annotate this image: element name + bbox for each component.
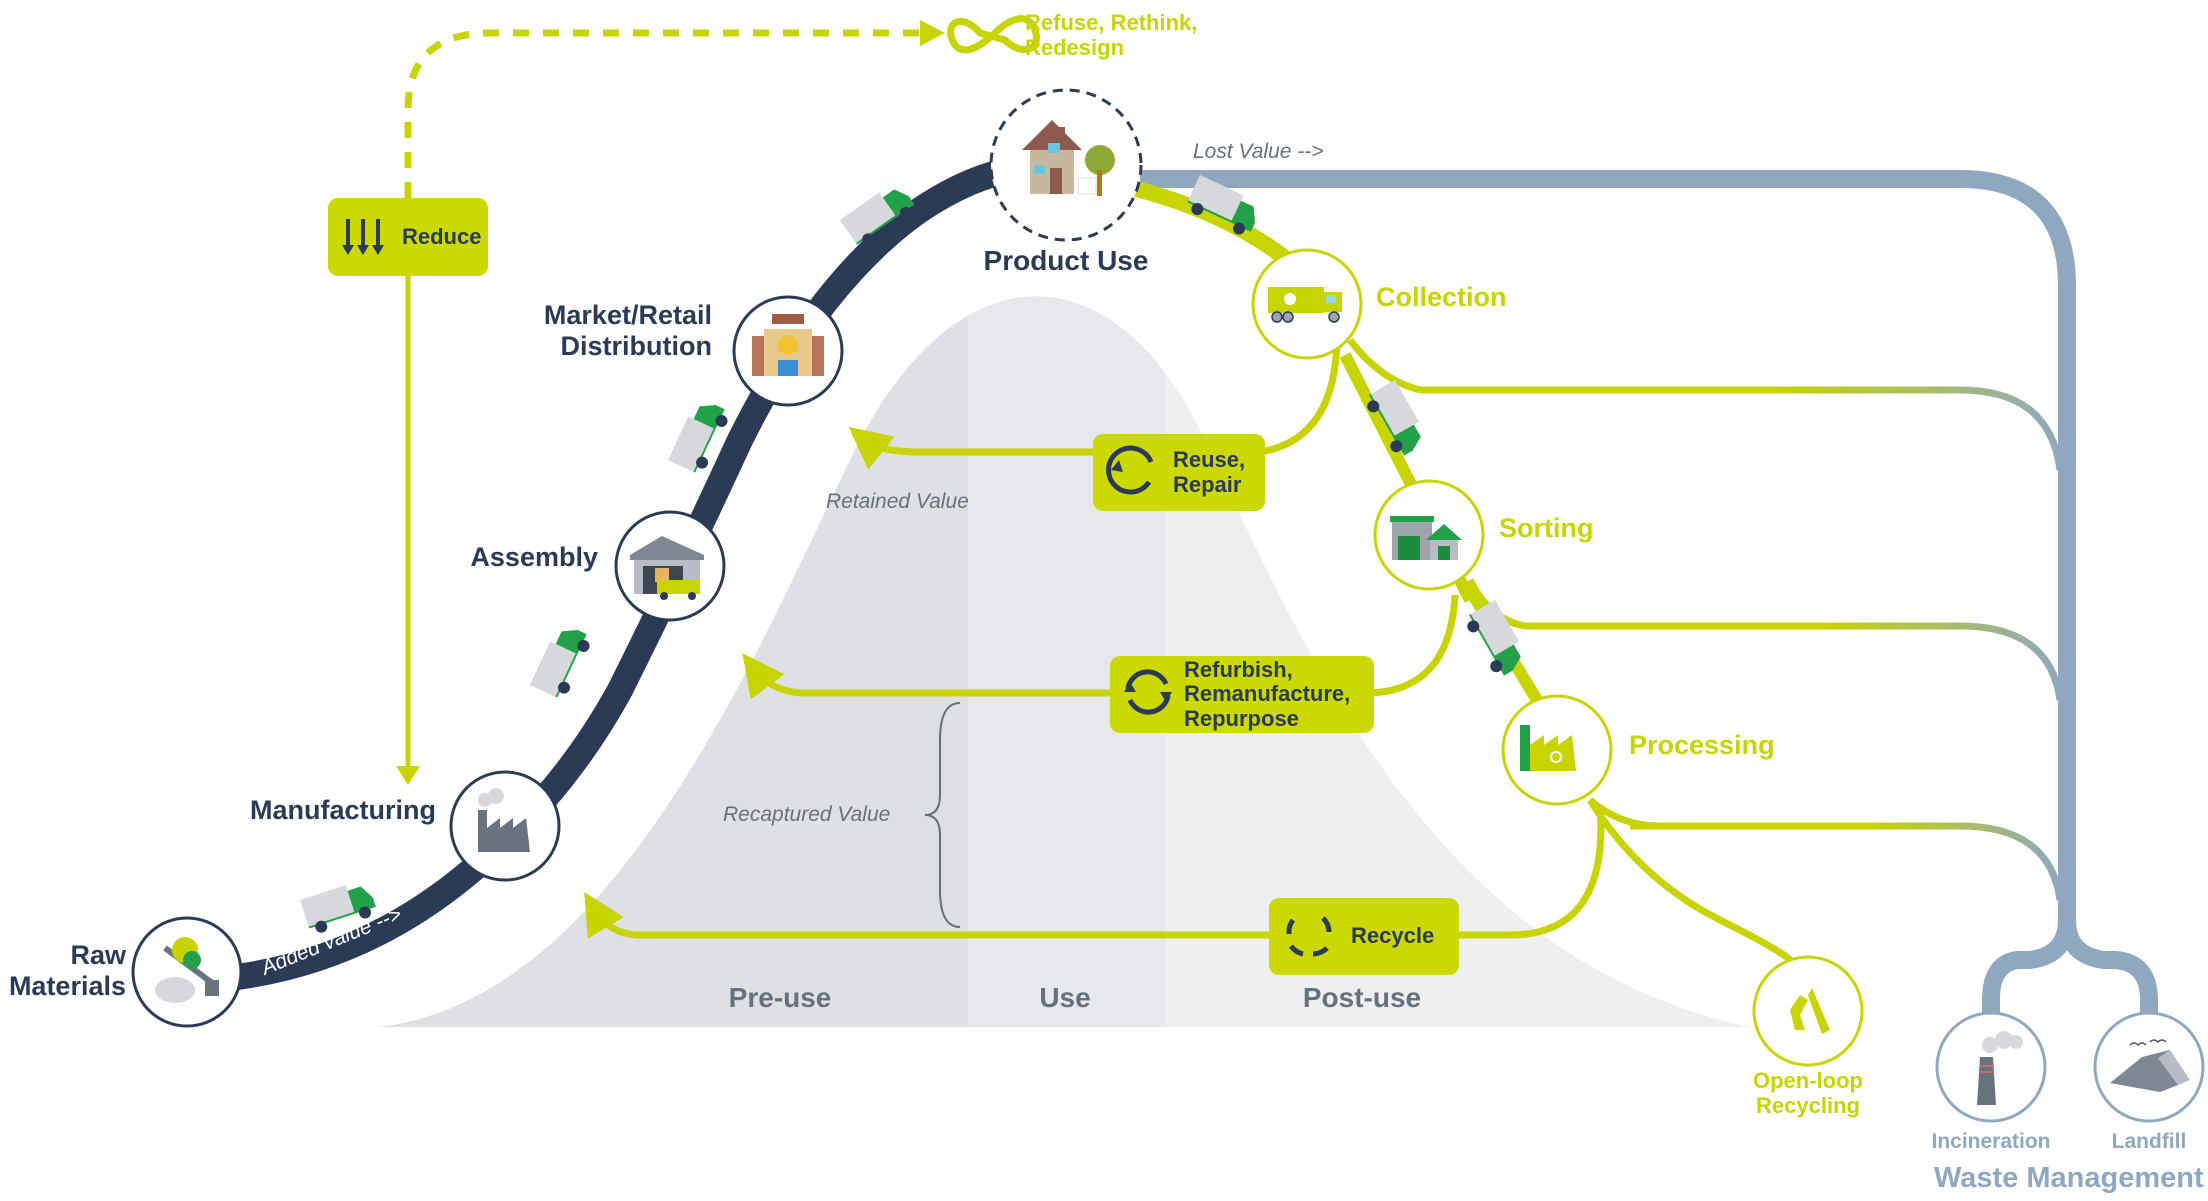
recaptured-value-label: Recaptured Value: [723, 803, 891, 826]
stage-assembly: [614, 510, 726, 622]
double-cycle-icon: [1118, 662, 1178, 727]
market-retail-label: Market/Retail Distribution: [480, 300, 712, 362]
collection-branch-curve: [1347, 337, 1421, 394]
refuse-label-line1: Refuse, Rethink,: [1025, 10, 1198, 35]
factory-icon: [478, 788, 530, 852]
open-loop-line: [1587, 798, 1793, 963]
processing-waste-branch: [1630, 822, 2064, 901]
reuse-repair-box: Reuse, Repair: [1093, 434, 1265, 511]
collection-waste-branch: [1420, 386, 2064, 471]
truck-icon: [840, 189, 915, 246]
house-icon: [1022, 120, 1115, 196]
four-arrow-cycle-icon: [1279, 904, 1339, 969]
refurbish-line2: Remanufacture,: [1184, 681, 1351, 707]
market-retail-line1: Market/Retail: [543, 300, 712, 330]
refuse-dashed-line: [404, 29, 920, 198]
recycle-symbol-icon: [1790, 988, 1830, 1034]
open-loop-line2: Recycling: [1756, 1093, 1860, 1119]
incineration-label: Incineration: [1931, 1130, 2051, 1153]
market-retail-line2: Distribution: [560, 331, 712, 362]
single-cycle-icon: [1103, 440, 1163, 505]
reduce-arrowhead: [396, 766, 420, 785]
recycle-box: Recycle: [1269, 898, 1459, 975]
recycle-label: Recycle: [1351, 923, 1435, 949]
open-loop-recycling-label: Open-loop Recycling: [1718, 1068, 1898, 1119]
refuse-label-line2: Redesign: [1025, 35, 1125, 61]
processing-label: Processing: [1629, 730, 1775, 760]
collection-label: Collection: [1376, 282, 1507, 312]
sorting-facility-icon: [1390, 516, 1462, 560]
landfill-label: Landfill: [2111, 1130, 2187, 1153]
product-use-label: Product Use: [983, 245, 1149, 276]
reuse-repair-label: Reuse, Repair: [1173, 447, 1246, 497]
refurbish-line1: Refurbish,: [1184, 657, 1293, 683]
manufacturing-label: Manufacturing: [250, 795, 436, 825]
infinity-icon: [947, 15, 1040, 54]
reduce-label: Reduce: [402, 223, 482, 249]
truck-icon: [668, 405, 728, 473]
waste-landfill: [2093, 1011, 2205, 1123]
stage-open-loop: [1752, 955, 1864, 1067]
truck-icon: [1187, 175, 1255, 235]
store-icon: [752, 314, 824, 376]
stage-collection: [1251, 248, 1363, 360]
sorting-waste-branch: [1525, 622, 2064, 701]
refuse-rethink-redesign-label: Refuse, Rethink, Redesign: [1025, 10, 1197, 61]
refurbish-loop-line: [742, 594, 1459, 700]
waste-management-title: Waste Management: [1934, 1162, 2204, 1194]
truck-icon: [1467, 600, 1521, 676]
phase-use-label: Use: [1039, 982, 1091, 1013]
retained-value-label: Retained Value: [826, 490, 969, 513]
refurbish-label: Refurbish, Remanufacture, Repurpose: [1184, 658, 1350, 731]
truck-icon: [530, 630, 590, 698]
lost-value-label: Lost Value -->: [1193, 140, 1324, 163]
stage-sorting: [1373, 479, 1485, 591]
raw-materials-line2: Materials: [8, 971, 126, 1002]
reduce-box: Reduce: [328, 198, 488, 276]
stage-processing: [1501, 694, 1613, 806]
landfill-icon: [2110, 1039, 2190, 1092]
stage-product-use: [989, 88, 1143, 242]
recaptured-value-brace: [924, 702, 961, 928]
phase-postuse-label: Post-use: [1302, 982, 1422, 1013]
truck-icon: [300, 885, 376, 933]
refurbish-box: Refurbish, Remanufacture, Repurpose: [1110, 656, 1374, 733]
raw-materials-line1: Raw: [70, 940, 126, 970]
raw-materials-label: Raw Materials: [0, 940, 126, 1002]
three-down-arrows-icon: [342, 217, 384, 257]
band-use: [968, 296, 1166, 1027]
recycle-loop-line: [584, 804, 1605, 939]
garbage-truck-icon: [1268, 287, 1342, 323]
phase-preuse-label: Pre-use: [728, 982, 832, 1013]
sorting-label: Sorting: [1499, 513, 1594, 543]
recycling-plant-icon: [1520, 725, 1576, 771]
smokestack-icon: [1977, 1031, 2023, 1105]
refuse-arrowhead: [920, 20, 945, 46]
reuse-loop-line: [848, 339, 1341, 470]
reuse-line1: Reuse,: [1173, 447, 1246, 473]
waste-incineration: [1935, 1011, 2047, 1123]
stage-market-retail: [732, 295, 844, 407]
stage-manufacturing: [449, 770, 561, 882]
assembly-label: Assembly: [470, 542, 598, 572]
refurbish-line3: Repurpose: [1184, 705, 1299, 731]
truck-icon: [1367, 380, 1421, 456]
open-loop-line1: Open-loop: [1753, 1068, 1863, 1093]
landfill-branch-line: [2058, 919, 2158, 1015]
warehouse-icon: [630, 536, 704, 600]
stage-raw-materials: [131, 916, 243, 1028]
oil-pump-icon: [155, 937, 219, 1003]
reuse-line2: Repair: [1173, 471, 1242, 497]
